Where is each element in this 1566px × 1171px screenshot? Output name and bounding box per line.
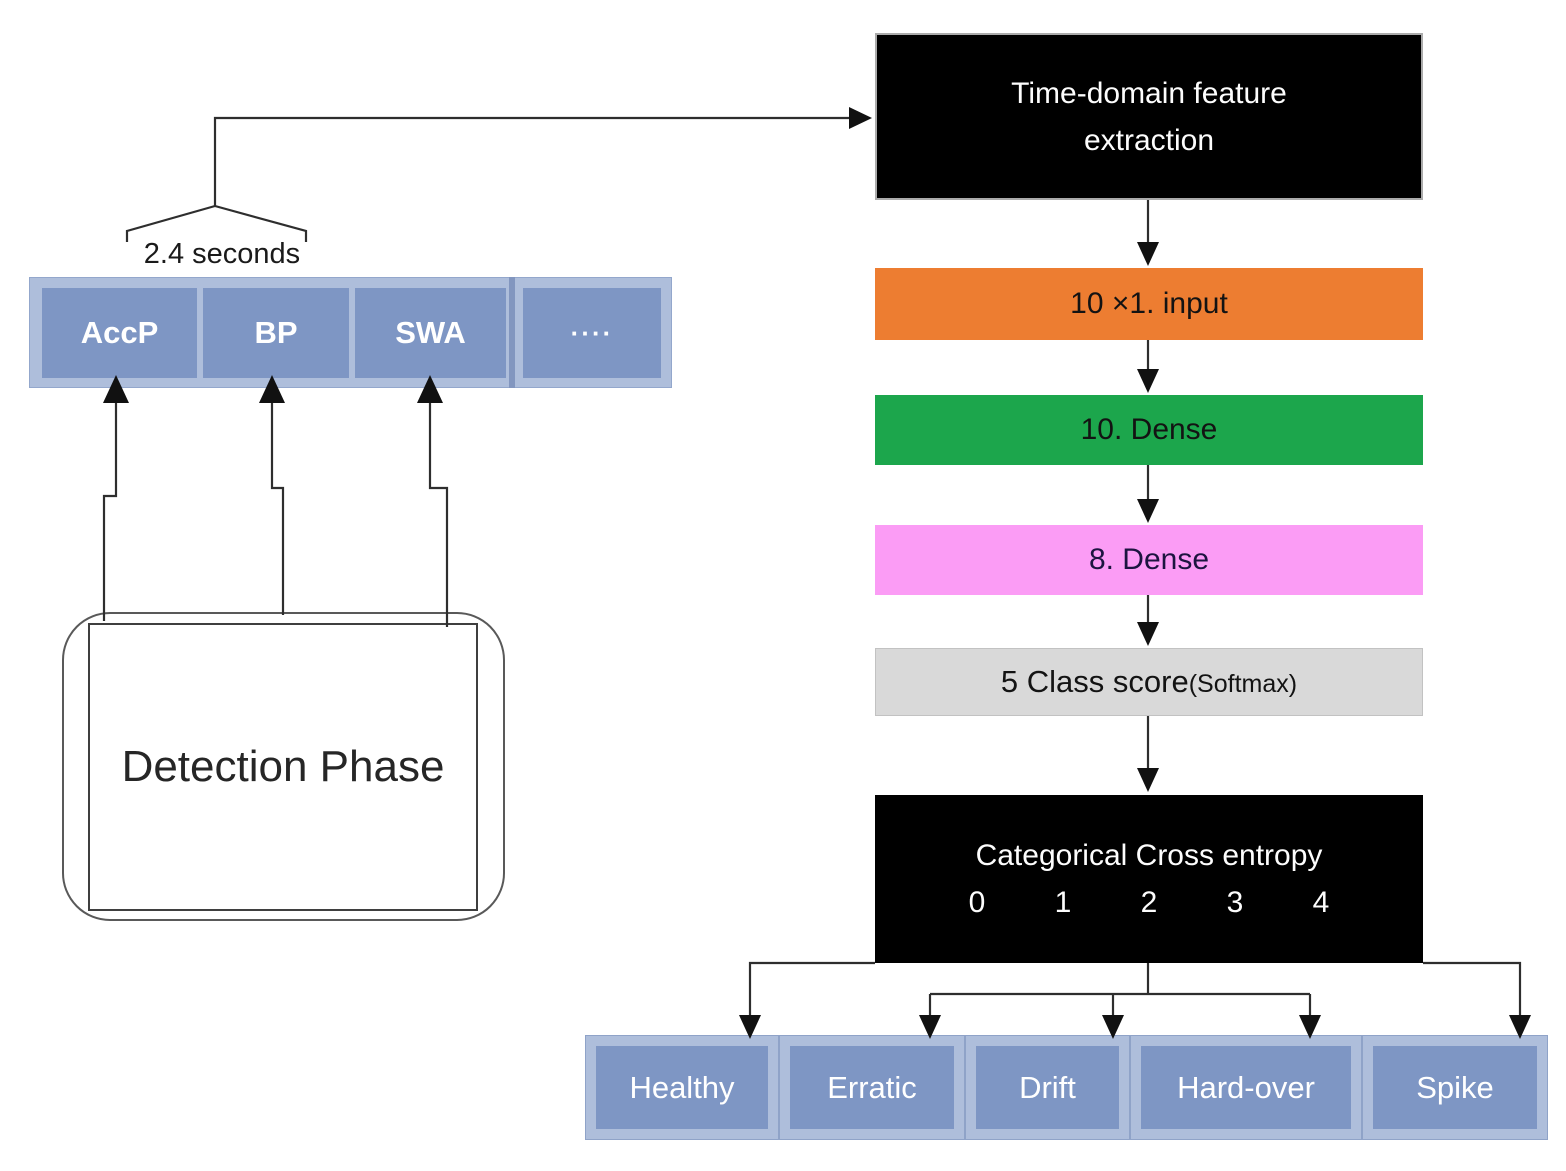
- brace-left-line: [125, 204, 216, 242]
- connector-loss-middle-branch: [930, 963, 1310, 996]
- arrowhead-down-loss: [1137, 768, 1159, 792]
- class-index-4: 4: [1312, 885, 1330, 919]
- input-layer-label: 10 ×1. input: [1070, 287, 1228, 320]
- class-score-label-main: 5 Class score: [1000, 664, 1189, 699]
- signal-segment-swa: SWA: [355, 288, 506, 378]
- signal-bar-seam: [509, 277, 515, 388]
- class-index-0: 0: [968, 885, 986, 919]
- output-class-label: Erratic: [827, 1069, 917, 1105]
- detection-phase-label: Detection Phase: [121, 742, 445, 791]
- signal-segment-label: BP: [254, 315, 298, 350]
- signal-segment-label: ····: [570, 317, 614, 348]
- signal-segment-bp: BP: [203, 288, 349, 378]
- loss-class-indices: 0 1 2 3 4: [934, 886, 1364, 920]
- output-class-drift: Drift: [965, 1035, 1130, 1140]
- dense2-layer-label: 8. Dense: [1088, 543, 1210, 576]
- output-class-spike: Spike: [1362, 1035, 1548, 1140]
- detection-phase-box: Detection Phase: [88, 623, 478, 911]
- output-class-label: Hard-over: [1177, 1069, 1315, 1105]
- feature-extraction-label: Time-domain feature extraction: [1011, 76, 1287, 157]
- output-class-inner: Erratic: [790, 1046, 954, 1129]
- signal-segment-label: SWA: [395, 315, 466, 350]
- output-class-label: Spike: [1416, 1069, 1494, 1105]
- class-index-2: 2: [1140, 885, 1158, 919]
- connector-loss-to-healthy: [748, 961, 875, 1015]
- signal-segment-more: ····: [523, 288, 661, 378]
- output-class-label: Healthy: [629, 1069, 735, 1105]
- signal-segment-label: AccP: [80, 315, 159, 350]
- arrowhead-down-score: [1137, 622, 1159, 646]
- dense2-layer-box: 8. Dense: [875, 525, 1423, 595]
- class-index-3: 3: [1226, 885, 1244, 919]
- arrowhead-down-dense1: [1137, 369, 1159, 393]
- output-class-inner: Spike: [1373, 1046, 1537, 1129]
- output-class-label: Drift: [1019, 1069, 1076, 1105]
- connector-detection-to-accp: [102, 402, 118, 621]
- class-score-label-sub: (Softmax): [1188, 670, 1298, 698]
- connector-window-to-feature: [213, 116, 851, 206]
- arrowhead-right-feature: [849, 107, 872, 129]
- input-layer-box: 10 ×1. input: [875, 268, 1423, 340]
- brace-right-line: [214, 204, 308, 242]
- output-class-erratic: Erratic: [779, 1035, 965, 1140]
- arrowhead-down-dense2: [1137, 499, 1159, 523]
- signal-segment-accp: AccP: [42, 288, 197, 378]
- arrowhead-down-input: [1137, 242, 1159, 266]
- loss-label: Categorical Cross entropy: [975, 838, 1323, 872]
- connector-loss-to-spike: [1423, 961, 1522, 1015]
- loss-box: Categorical Cross entropy 0 1 2 3 4: [875, 795, 1423, 963]
- connector-detection-to-bp: [270, 402, 285, 615]
- connector-detection-to-swa: [428, 402, 449, 627]
- output-class-inner: Hard-over: [1141, 1046, 1351, 1129]
- output-class-inner: Drift: [976, 1046, 1119, 1129]
- feature-extraction-box: Time-domain feature extraction: [875, 33, 1423, 200]
- dense1-layer-box: 10. Dense: [875, 395, 1423, 465]
- output-class-healthy: Healthy: [585, 1035, 779, 1140]
- dense1-layer-label: 10. Dense: [1080, 413, 1218, 446]
- class-index-1: 1: [1054, 885, 1072, 919]
- class-score-label: 5 Class score(Softmax): [1001, 664, 1297, 700]
- class-score-box: 5 Class score(Softmax): [875, 648, 1423, 716]
- output-class-hard-over: Hard-over: [1130, 1035, 1362, 1140]
- window-duration-label: 2.4 seconds: [143, 238, 301, 270]
- output-class-inner: Healthy: [596, 1046, 768, 1129]
